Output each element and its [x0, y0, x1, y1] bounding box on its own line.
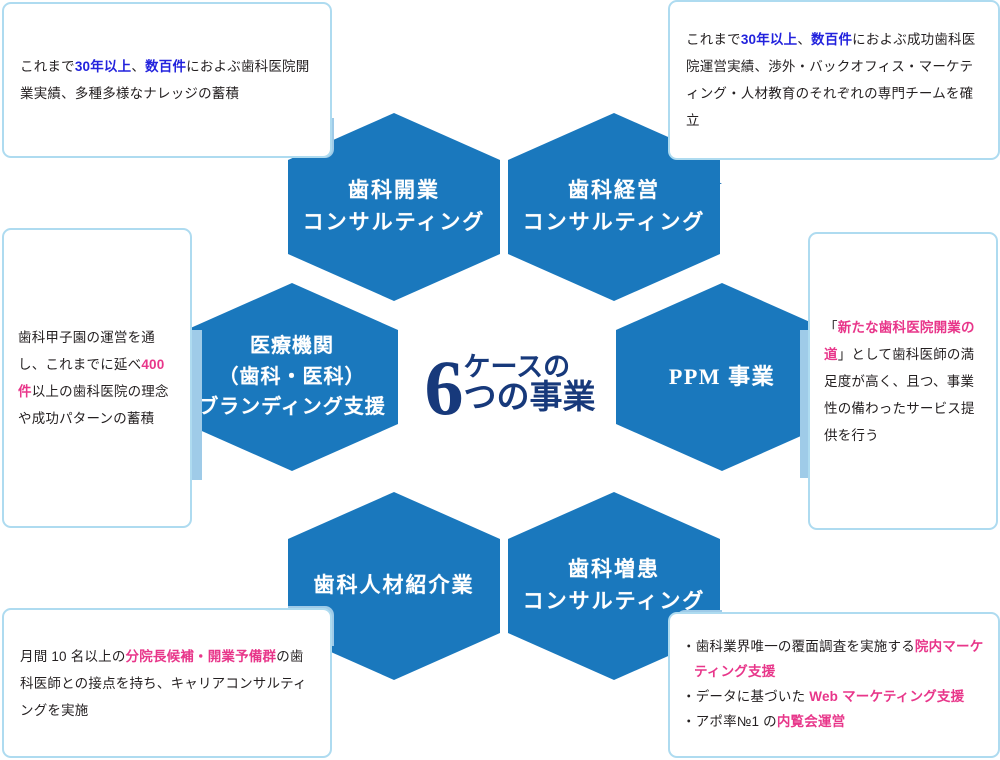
callout-box-bottom-left: 月間 10 名以上の分院長候補・開業予備群の歯科医師との接点を持ち、キャリアコン… [2, 608, 332, 758]
bullet-item: ・アポ率№1 の内覧会運営 [682, 710, 986, 735]
hexagon-dental-management-consulting[interactable]: 歯科経営コンサルティング [508, 113, 720, 301]
text-segment: の歯科医師との接点を持ち、キャリアコンサルティングを実施 [20, 648, 307, 718]
hexagon-label-line: 歯科開業 [348, 178, 440, 203]
text-segment: 分院長候補・開業予備群 [125, 648, 277, 664]
callout-text-bottom-right: ・歯科業界唯一の覆面調査を実施する院内マーケティング支援・データに基づいた We… [670, 635, 998, 735]
hexagon-ppm-business[interactable]: PPM 事業 [616, 283, 828, 471]
centre-label: 6 ケースの つの事業 [400, 322, 620, 448]
text-segment: ・歯科業界唯一の覆面調査を実施する [682, 639, 915, 655]
hexagon-label-line: （歯科・医科） [218, 365, 366, 388]
callout-text-top-left: これまで30年以上、数百件におよぶ歯科医院開業実績、多種多様なナレッジの蓄積 [4, 53, 330, 107]
text-segment: 月間 10 名以上の [20, 648, 126, 664]
callout-box-middle-right: 「新たな歯科医院開業の道」として歯科医師の満足度が高く、且つ、事業性の備わったサ… [808, 232, 998, 530]
text-segment: 院内マーケティング支援 [694, 639, 984, 680]
text-segment: ・アポ率№1 の [682, 713, 777, 729]
centre-line-1: ケースの [463, 352, 571, 383]
text-segment: これまで [686, 32, 741, 47]
text-segment: 数百件 [811, 32, 853, 47]
hexagon-label-line: 歯科経営 [568, 178, 660, 203]
centre-line-2: つの事業 [463, 379, 596, 416]
hexagon-label-line: PPM 事業 [668, 364, 776, 390]
text-segment: 歯科甲子園の運営を通し、これまでに延べ [18, 330, 155, 372]
bullet-item: ・データに基づいた Web マーケティング支援 [682, 685, 986, 710]
callout-text-middle-left: 歯科甲子園の運営を通し、これまでに延べ400 件以上の歯科医院の理念や成功パター… [4, 324, 190, 432]
text-segment: 400 件 [18, 357, 165, 399]
hexagon-label-line: コンサルティング [522, 589, 706, 613]
centre-number: 6 [424, 344, 464, 432]
text-segment: 以上の歯科医院の理念や成功パターンの蓄積 [18, 384, 169, 426]
text-segment: これまで [20, 59, 75, 74]
callout-text-middle-right: 「新たな歯科医院開業の道」として歯科医師の満足度が高く、且つ、事業性の備わったサ… [810, 314, 996, 449]
text-segment: 、 [131, 59, 146, 74]
text-segment: 、 [797, 32, 812, 47]
text-segment: 新たな歯科医院開業の道 [824, 319, 975, 362]
callout-box-top-right: これまで30年以上、数百件におよぶ成功歯科医院運営実績、渉外・バックオフィス・マ… [668, 0, 1000, 160]
hexagon-label-line: コンサルティング [522, 210, 706, 234]
text-segment: 数百件 [145, 59, 187, 74]
callout-box-middle-left: 歯科甲子園の運営を通し、これまでに延べ400 件以上の歯科医院の理念や成功パター… [2, 228, 192, 528]
text-segment: 内覧会運営 [776, 713, 846, 729]
text-segment: におよぶ成功歯科医院運営実績、渉外・バックオフィス・マーケティング・人材教育のそ… [686, 32, 976, 128]
bullet-item: ・歯科業界唯一の覆面調査を実施する院内マーケティング支援 [682, 635, 986, 685]
text-segment: Web マーケティング支援 [809, 689, 965, 704]
hexagon-medical-branding[interactable]: 医療機関 （歯科・医科） ブランディング支援 [186, 283, 398, 471]
hexagon-label-line: 歯科増患 [568, 557, 660, 582]
hexagon-label-line: 医療機関 [250, 335, 334, 358]
text-segment: 30年以上 [740, 32, 798, 47]
text-segment: 30年以上 [74, 59, 132, 74]
text-segment: 」として歯科医師の満足度が高く、且つ、事業性の備わったサービス提供を行う [824, 346, 975, 443]
callout-box-bottom-right: ・歯科業界唯一の覆面調査を実施する院内マーケティング支援・データに基づいた We… [668, 612, 1000, 758]
hexagon-label-line: コンサルティング [302, 210, 486, 234]
text-segment: におよぶ歯科医院開業実績、多種多様なナレッジの蓄積 [20, 59, 310, 101]
callout-box-top-left: これまで30年以上、数百件におよぶ歯科医院開業実績、多種多様なナレッジの蓄積 [2, 2, 332, 158]
hexagon-label-line: ブランディング支援 [198, 396, 386, 419]
text-segment: ・データに基づいた [682, 689, 810, 704]
callout-text-top-right: これまで30年以上、数百件におよぶ成功歯科医院運営実績、渉外・バックオフィス・マ… [670, 26, 998, 134]
text-segment: 「 [824, 319, 838, 335]
hexagon-label-line: 歯科人材紹介業 [313, 573, 475, 598]
callout-text-bottom-left: 月間 10 名以上の分院長候補・開業予備群の歯科医師との接点を持ち、キャリアコン… [4, 643, 330, 724]
